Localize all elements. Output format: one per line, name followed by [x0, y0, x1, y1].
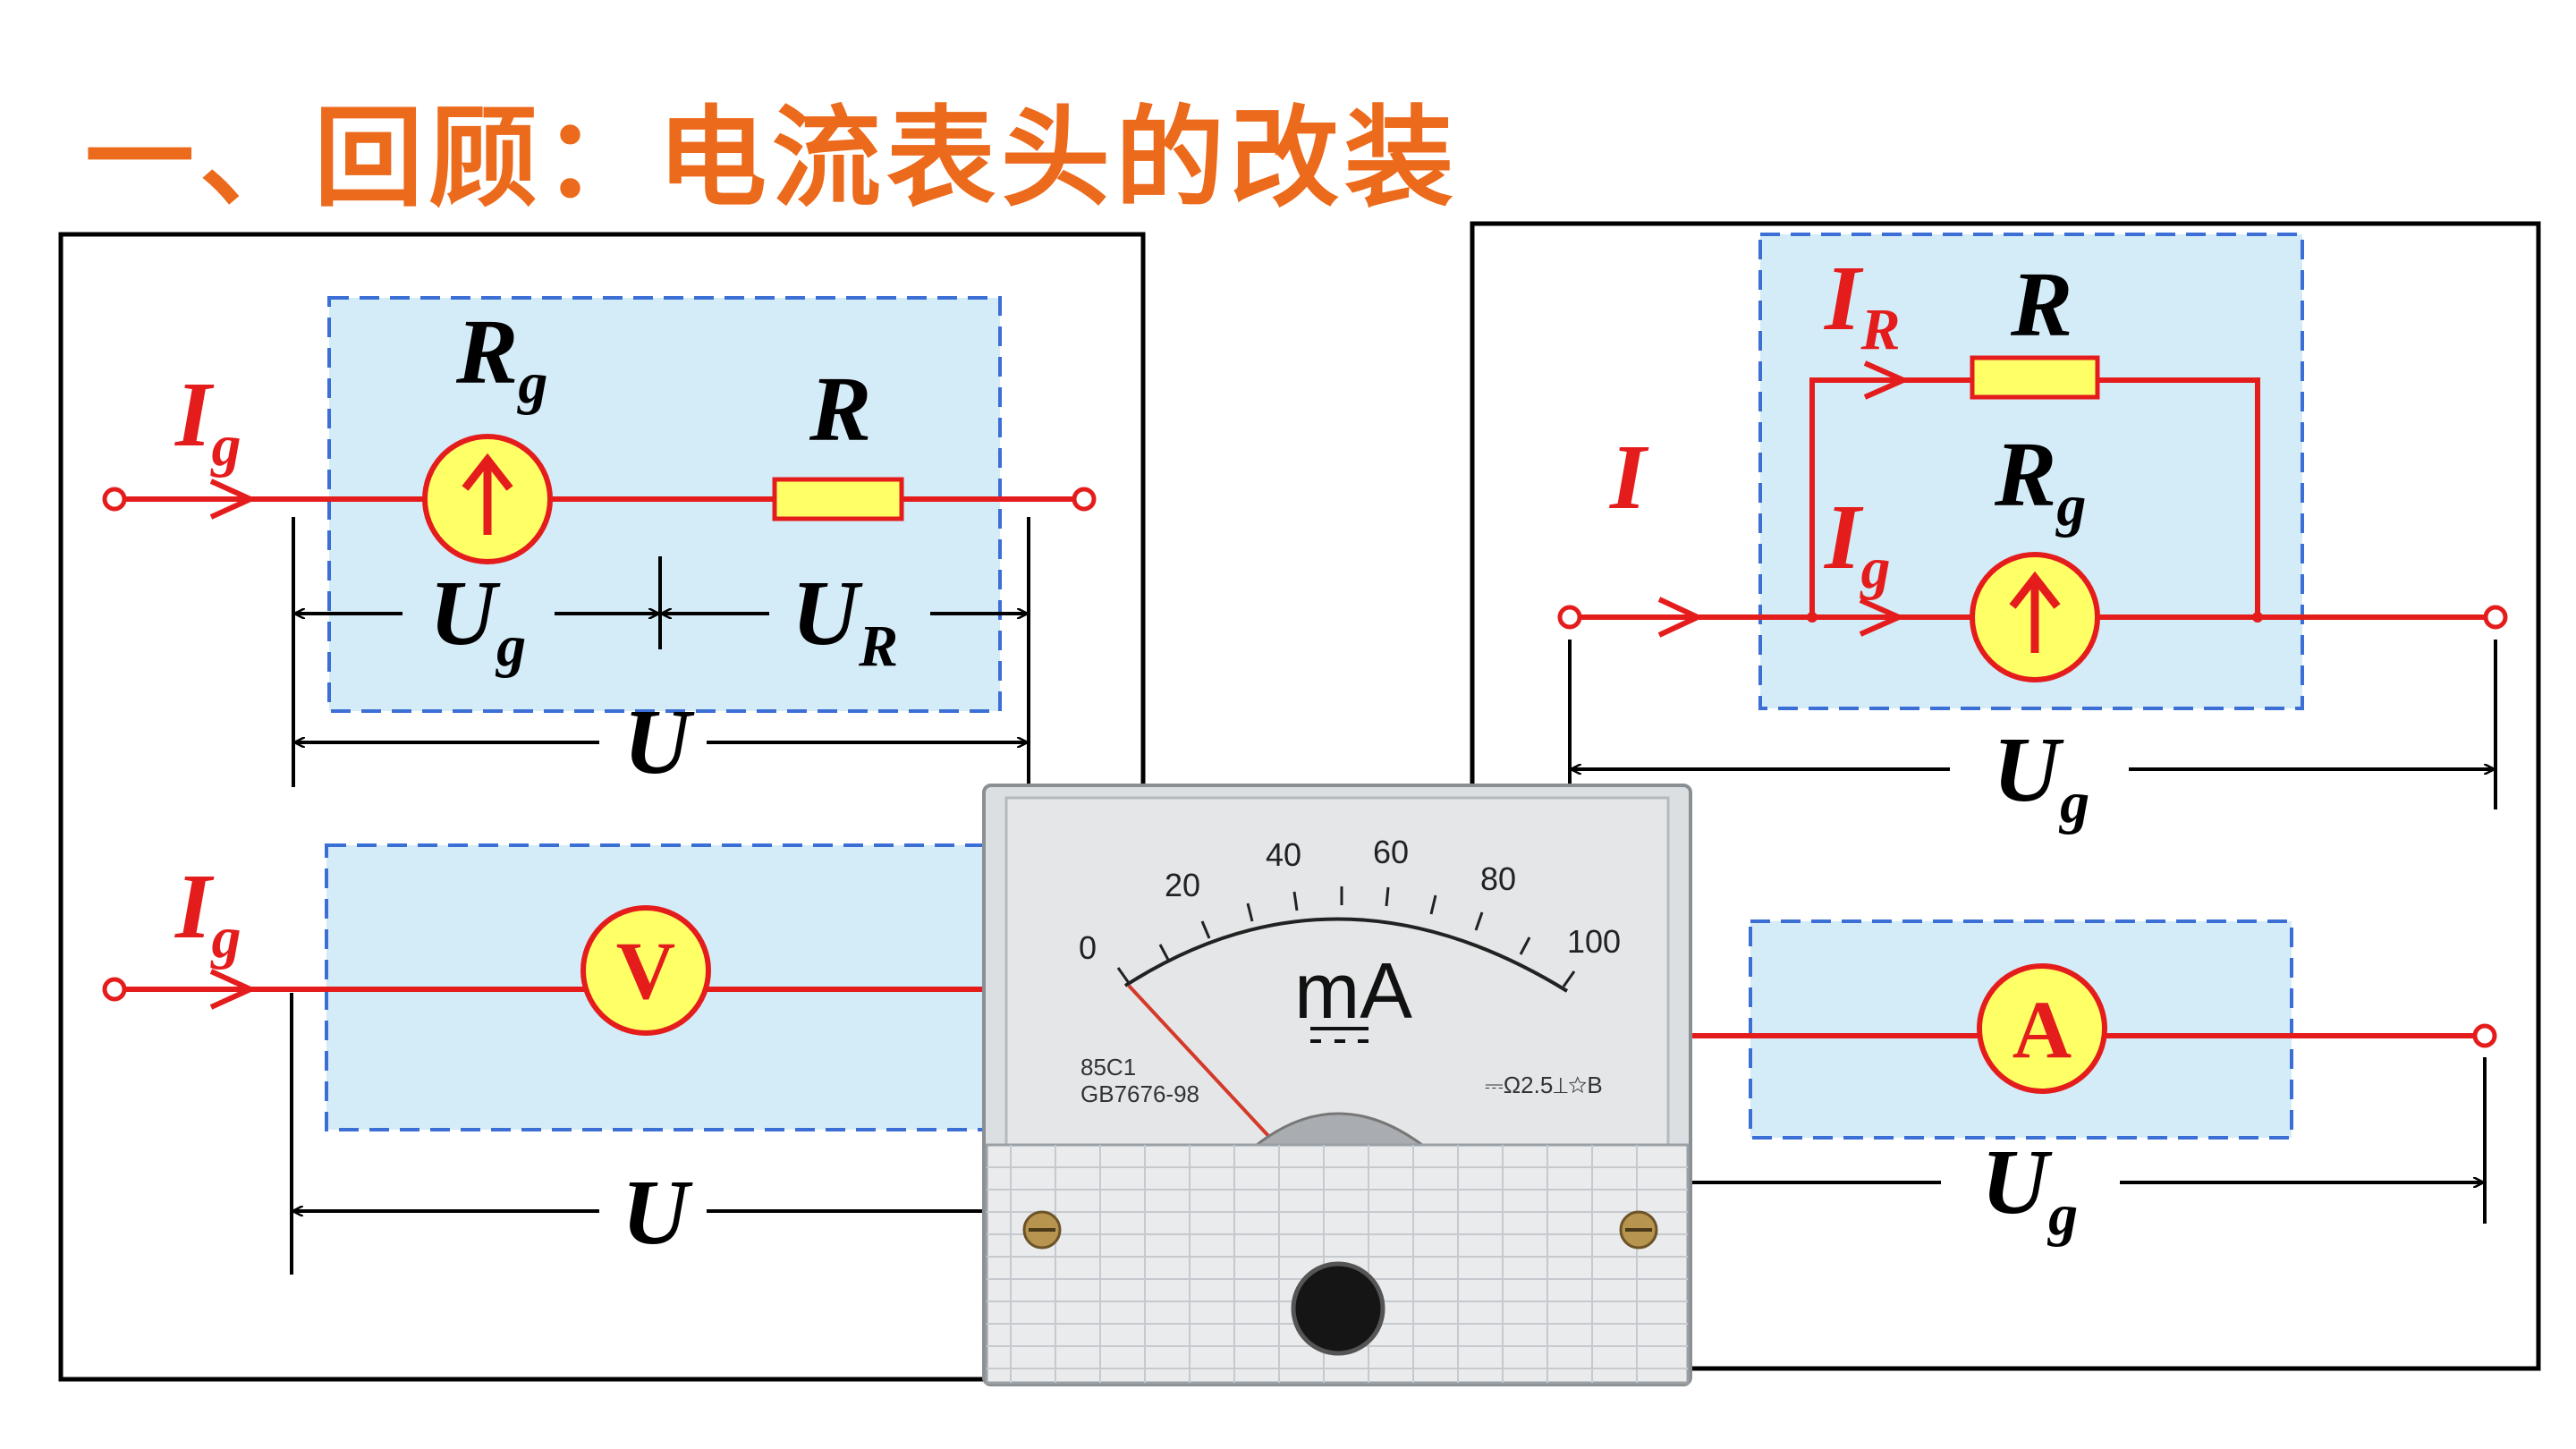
left-bottom-u-label: U	[622, 1161, 693, 1264]
right-ir-label: IR	[1823, 247, 1901, 362]
voltmeter-letter: V	[616, 925, 675, 1016]
meter-face	[1004, 796, 1670, 1147]
right-top-terminal-right	[2483, 605, 2508, 630]
left-top-r-label: R	[809, 358, 871, 461]
meter-scale-60: 60	[1373, 834, 1409, 870]
left-bottom-terminal-left	[102, 977, 127, 1002]
left-ur-label: UR	[792, 562, 898, 679]
ammeter-symbol	[1977, 963, 2107, 1094]
left-top-galvanometer	[422, 434, 553, 564]
left-top-current-label: Ig	[174, 363, 241, 479]
meter-zero-adjust	[1291, 1261, 1385, 1356]
meter-scale-80: 80	[1480, 860, 1516, 897]
right-shunt-resistor	[1970, 355, 2100, 400]
right-top-terminal-left	[1557, 605, 1582, 630]
right-bottom-ug-label: Ug	[1981, 1131, 2078, 1248]
meter-scale-arc	[1123, 917, 1569, 993]
right-r-label: R	[2010, 253, 2072, 356]
left-top-terminal-right	[1072, 487, 1097, 512]
meter-model: 85C1	[1080, 1054, 1136, 1080]
left-u-label: U	[623, 691, 695, 793]
milliammeter-photo: 0 20 40 60 80 100 mA 85C1 GB7676-98 ⎓Ω2.…	[982, 784, 1692, 1386]
meter-ticks	[1116, 886, 1576, 987]
right-bottom-terminal-right	[2472, 1023, 2497, 1048]
left-bottom-current-arrow	[209, 969, 258, 1010]
right-top-ug-label: Ug	[1993, 718, 2089, 835]
meter-pivot-housing	[1252, 1112, 1427, 1147]
left-top-current-arrow	[209, 479, 258, 520]
page-title: 一、回顾：电流表头的改装	[85, 95, 1459, 222]
meter-scale-0: 0	[1079, 929, 1097, 966]
meter-scale-100: 100	[1567, 923, 1621, 960]
dc-symbol	[1310, 1027, 1368, 1043]
right-ig-label: Ig	[1823, 486, 1890, 601]
left-ug-label: Ug	[429, 562, 526, 679]
right-top-galvanometer	[1970, 552, 2100, 682]
left-top-terminal-left	[102, 487, 127, 512]
ammeter-letter: A	[2012, 984, 2072, 1075]
right-junction-right	[2252, 612, 2263, 623]
right-i-arrow	[1657, 597, 1705, 638]
meter-standard: GB7676-98	[1080, 1080, 1199, 1107]
left-top-resistor	[772, 477, 904, 521]
right-ig-arrow	[1859, 597, 1906, 637]
left-top-rg-label: Rg	[455, 301, 547, 416]
meter-scale-20: 20	[1165, 867, 1200, 903]
meter-spec: ⎓Ω2.5⊥☆B	[1485, 1072, 1603, 1098]
right-ir-arrow	[1863, 360, 1911, 400]
right-junction-left	[1807, 612, 1818, 623]
meter-scale-40: 40	[1266, 836, 1301, 873]
right-i-label: I	[1608, 426, 1649, 529]
left-bottom-current-label: Ig	[174, 855, 241, 970]
right-rg-label: Rg	[1994, 423, 2086, 538]
meter-screw-right	[1619, 1210, 1658, 1250]
meter-unit: mA	[1294, 946, 1412, 1035]
meter-screw-left	[1022, 1210, 1062, 1250]
meter-needle	[1127, 984, 1272, 1140]
voltmeter-symbol	[580, 905, 711, 1036]
